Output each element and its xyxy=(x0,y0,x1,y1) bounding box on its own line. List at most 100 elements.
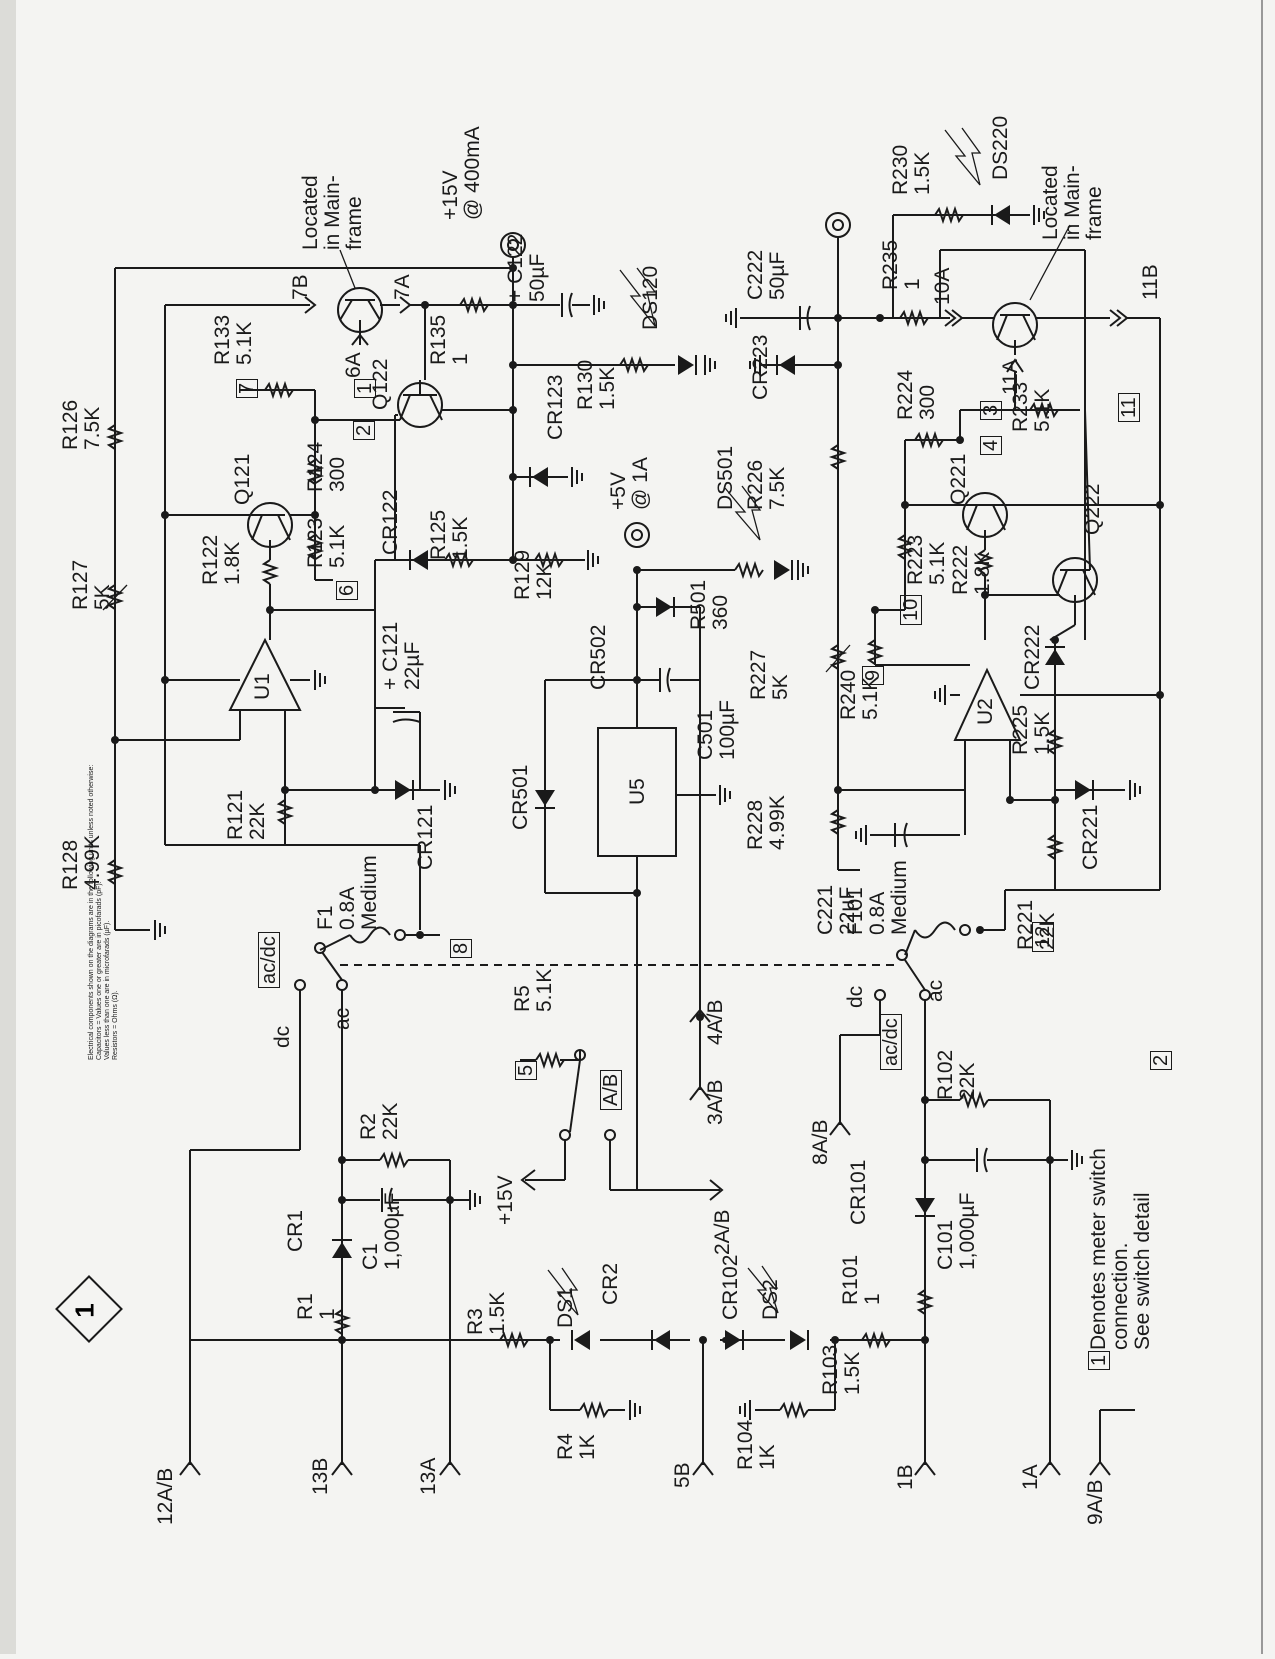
u2-label: U2 xyxy=(974,698,997,725)
cr223-label: CR223 xyxy=(749,334,772,400)
connector-10a: 10A xyxy=(931,267,954,305)
connector-5b: 5B xyxy=(671,1462,694,1488)
switch-marker-5: 5 xyxy=(515,1060,537,1080)
connector-4ab: 4A/B xyxy=(704,999,727,1045)
connector-12ab: 12A/B xyxy=(154,1467,177,1525)
cr121-label: CR121 xyxy=(414,804,437,870)
cr221-label: CR221 xyxy=(1079,804,1102,870)
switch-ac-top: ac xyxy=(331,1007,354,1030)
cr501-label: CR501 xyxy=(509,764,532,830)
cr122-label: CR122 xyxy=(379,489,402,555)
switch-marker-6: 6 xyxy=(336,580,358,600)
connector-8ab: 8A/B xyxy=(809,1119,832,1165)
ds220-label: DS220 xyxy=(989,115,1012,180)
switch-marker-11: 11 xyxy=(1118,393,1140,422)
ds1-label: DS1 xyxy=(554,1287,577,1328)
connector-13b: 13B xyxy=(309,1457,332,1495)
ds2-label: DS2 xyxy=(759,1279,782,1320)
switch-marker-8: 8 xyxy=(450,938,472,958)
connector-6a: 6A xyxy=(342,352,365,378)
connector-7b: 7B xyxy=(289,274,312,300)
switch-marker-7: 7 xyxy=(236,378,258,398)
connector-11b: 11B xyxy=(1139,264,1162,300)
switch-marker-10: 10 xyxy=(900,594,922,625)
q221-label: Q221 xyxy=(947,453,970,505)
u5-label: U5 xyxy=(626,778,649,805)
connector-3ab: 3A/B xyxy=(704,1079,727,1125)
switch-acdc-bottom: ac/dc xyxy=(880,1014,902,1070)
connector-1b: 1B xyxy=(894,1464,917,1490)
switch-plus15v: +15V xyxy=(494,1175,517,1225)
legend-marker: 1 xyxy=(1088,1350,1110,1370)
q121-label: Q121 xyxy=(231,453,254,505)
cr101-label: CR101 xyxy=(847,1159,870,1225)
cr102-label: CR102 xyxy=(719,1254,742,1320)
ds120-label: DS120 xyxy=(639,265,662,330)
switch-dc-bottom: dc xyxy=(844,985,867,1008)
connector-1a: 1A xyxy=(1019,1464,1042,1490)
ds501-label: DS501 xyxy=(714,445,737,510)
q222-label: Q222 xyxy=(1081,483,1104,535)
cr502-label: CR502 xyxy=(587,624,610,690)
figure-number: 1 xyxy=(69,1303,100,1318)
switch-marker-3: 3 xyxy=(980,400,1002,420)
cr2-label: CR2 xyxy=(599,1262,622,1305)
supply-15v: +15V@ 400mA xyxy=(439,126,484,220)
connector-2ab: 2A/B xyxy=(711,1209,734,1255)
u1-label: U1 xyxy=(251,673,274,700)
cr1-label: CR1 xyxy=(284,1209,307,1252)
cr123-label: CR123 xyxy=(544,374,567,440)
cr222-label: CR222 xyxy=(1021,624,1044,690)
switch-dc-top: dc xyxy=(271,1025,294,1048)
switch-marker-4: 4 xyxy=(980,435,1002,455)
supply-5v: +5V@ 1A xyxy=(607,457,652,510)
switch-marker-2: 2 xyxy=(353,420,375,440)
connector-9ab: 9A/B xyxy=(1084,1479,1107,1525)
q122-label: Q122 xyxy=(369,358,392,410)
units-note: Electrical components shown on the diagr… xyxy=(88,764,119,1060)
switch-acdc-top: ac/dc xyxy=(258,932,280,988)
